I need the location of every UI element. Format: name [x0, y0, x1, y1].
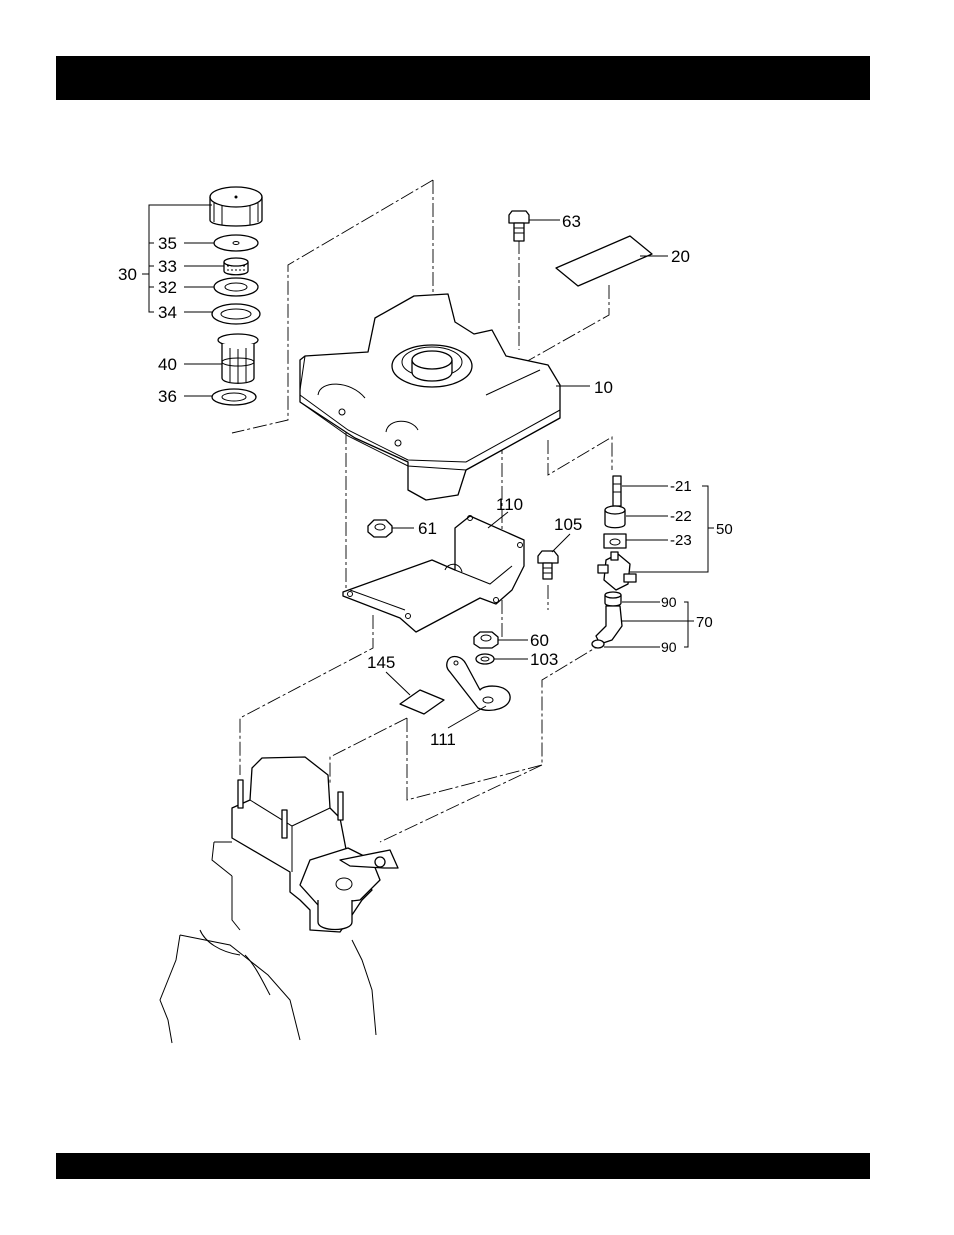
callout-61: 61 [418, 519, 437, 538]
packing-36 [212, 389, 256, 405]
engine-carburetor [160, 757, 398, 1043]
fuel-cock-assembly-50 [598, 476, 714, 590]
callout-40: 40 [158, 355, 177, 374]
assembly-lines [232, 180, 612, 842]
label-20 [556, 236, 668, 286]
nut-60 [474, 632, 528, 648]
link-111 [447, 657, 510, 728]
washer-32 [214, 278, 258, 296]
callout-23: -23 [670, 532, 692, 549]
ring-34 [212, 304, 260, 324]
callout-10: 10 [594, 378, 613, 397]
callout-111: 111 [430, 730, 456, 749]
callout-34: 34 [158, 303, 177, 322]
callout-22: -22 [670, 508, 692, 525]
callout-21: -21 [670, 478, 692, 495]
washer-103 [476, 654, 528, 664]
fuel-cap [210, 187, 262, 226]
clamp-90-upper [605, 592, 621, 606]
strainer-40 [218, 334, 258, 384]
callout-36: 36 [158, 387, 177, 406]
bolt-63 [509, 211, 560, 241]
callout-90-lower: 90 [661, 639, 677, 655]
bolt-105 [538, 534, 570, 579]
callout-30: 30 [118, 265, 137, 284]
nut-61 [368, 520, 414, 537]
fuel-hose-assembly-70 [592, 592, 694, 648]
callout-20: 20 [671, 247, 690, 266]
callout-33: 33 [158, 257, 177, 276]
fuel-hose [596, 606, 622, 644]
callout-90-upper: 90 [661, 594, 677, 610]
callout-145: 145 [367, 653, 395, 672]
callout-50: 50 [716, 521, 733, 538]
gasket-35 [214, 235, 258, 251]
callout-60: 60 [530, 631, 549, 650]
callout-105: 105 [554, 515, 582, 534]
callout-35: 35 [158, 234, 177, 253]
callout-110: 110 [496, 495, 523, 514]
callout-70: 70 [696, 614, 713, 631]
fuel-cock-21 [613, 476, 621, 506]
fuel-tank-10 [300, 294, 590, 500]
fuel-cock-22 [605, 506, 625, 528]
callout-103: 103 [530, 650, 558, 669]
fuel-cock-body [598, 552, 636, 590]
plate-145 [386, 672, 444, 714]
fuel-cock-23 [604, 534, 626, 548]
callout-63: 63 [562, 212, 581, 231]
clamp-90-lower [592, 640, 604, 648]
filter-33 [224, 258, 248, 275]
callout-32: 32 [158, 278, 177, 297]
